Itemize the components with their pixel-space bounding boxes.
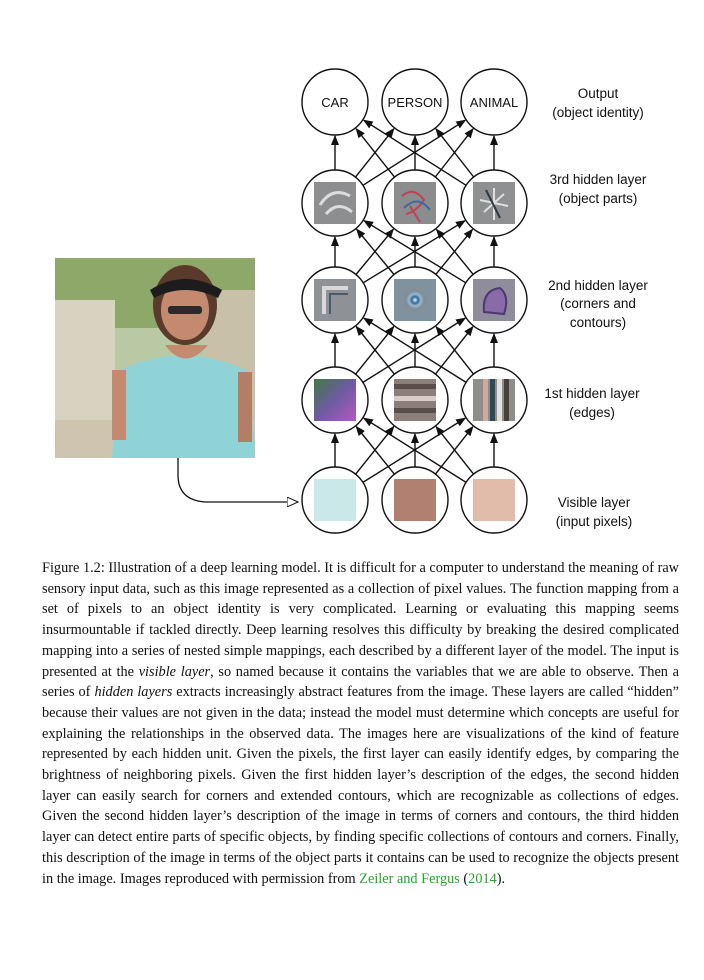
caption-text: Illustration of a deep learning model. I… <box>42 560 679 680</box>
input-pixel-2 <box>394 479 436 521</box>
label-hidden1-sub: (edges) <box>569 405 615 420</box>
label-output-title: Output <box>578 86 619 101</box>
hidden3-feature-tile <box>394 182 436 224</box>
connection-arrows <box>331 119 498 483</box>
output-layer: CAR PERSON ANIMAL <box>301 68 528 136</box>
output-label-car: CAR <box>321 95 348 110</box>
citation-link-year[interactable]: 2014 <box>468 870 497 887</box>
output-label-animal: ANIMAL <box>470 95 518 110</box>
caption-term-hidden-layers: hidden layers <box>94 684 173 701</box>
hidden1-feature-tile <box>314 379 356 421</box>
connection-arrow <box>355 425 395 475</box>
output-node-person <box>381 68 449 136</box>
connection-arrow <box>355 127 396 178</box>
input-pixel-3 <box>473 479 515 521</box>
citation-paren-open: ( <box>463 870 469 887</box>
label-output-sub: (object identity) <box>552 105 644 120</box>
output-node-animal <box>460 68 528 136</box>
label-hidden2-title: 2nd hidden layer <box>548 278 648 293</box>
label-hidden3-sub: (object parts) <box>559 191 638 206</box>
visible-layer <box>301 466 528 534</box>
citation-link-authors[interactable]: Zeiler and Fergus <box>359 870 460 887</box>
figure-caption: Figure 1.2: Illustration of a deep learn… <box>42 558 679 889</box>
caption-term-visible-layer: visible layer <box>138 663 211 680</box>
connection-arrow <box>435 128 475 178</box>
label-hidden3-title: 3rd hidden layer <box>550 172 647 187</box>
network-diagram: CAR PERSON ANIMAL <box>55 68 648 534</box>
caption-text: , so named because it contains the varia… <box>42 663 679 701</box>
input-pixel-1 <box>314 479 356 521</box>
caption-label: Figure 1.2: <box>42 560 105 576</box>
label-visible-title: Visible layer <box>558 495 631 510</box>
hidden-layer-1 <box>301 366 528 434</box>
output-label-person: PERSON <box>388 95 443 110</box>
layer-labels: Output (object identity) 3rd hidden laye… <box>544 86 648 529</box>
figure-1-2: CAR PERSON ANIMAL <box>55 68 648 534</box>
caption-text: extracts increasingly abstract features … <box>42 684 680 887</box>
hidden-layer-2 <box>301 266 528 334</box>
label-hidden1-title: 1st hidden layer <box>544 386 640 401</box>
connection-arrow <box>435 228 474 275</box>
output-node-car <box>301 68 369 136</box>
connection-arrow <box>355 325 395 375</box>
connection-arrow <box>362 317 467 383</box>
citation-paren-close: ). <box>496 870 506 887</box>
connection-arrow <box>362 417 467 483</box>
photo-to-input-arrow <box>177 458 298 502</box>
input-photo <box>55 258 255 458</box>
connection-arrow <box>362 119 467 186</box>
connection-arrow <box>355 228 395 275</box>
connection-arrow <box>435 325 475 375</box>
label-hidden2-sub2: contours) <box>570 315 626 330</box>
connection-arrow <box>363 220 467 284</box>
connection-arrow <box>435 425 475 475</box>
hidden-layer-3 <box>301 169 528 237</box>
label-hidden2-sub1: (corners and <box>560 296 636 311</box>
hidden2-feature-tile <box>314 279 356 321</box>
label-visible-sub: (input pixels) <box>556 514 633 529</box>
